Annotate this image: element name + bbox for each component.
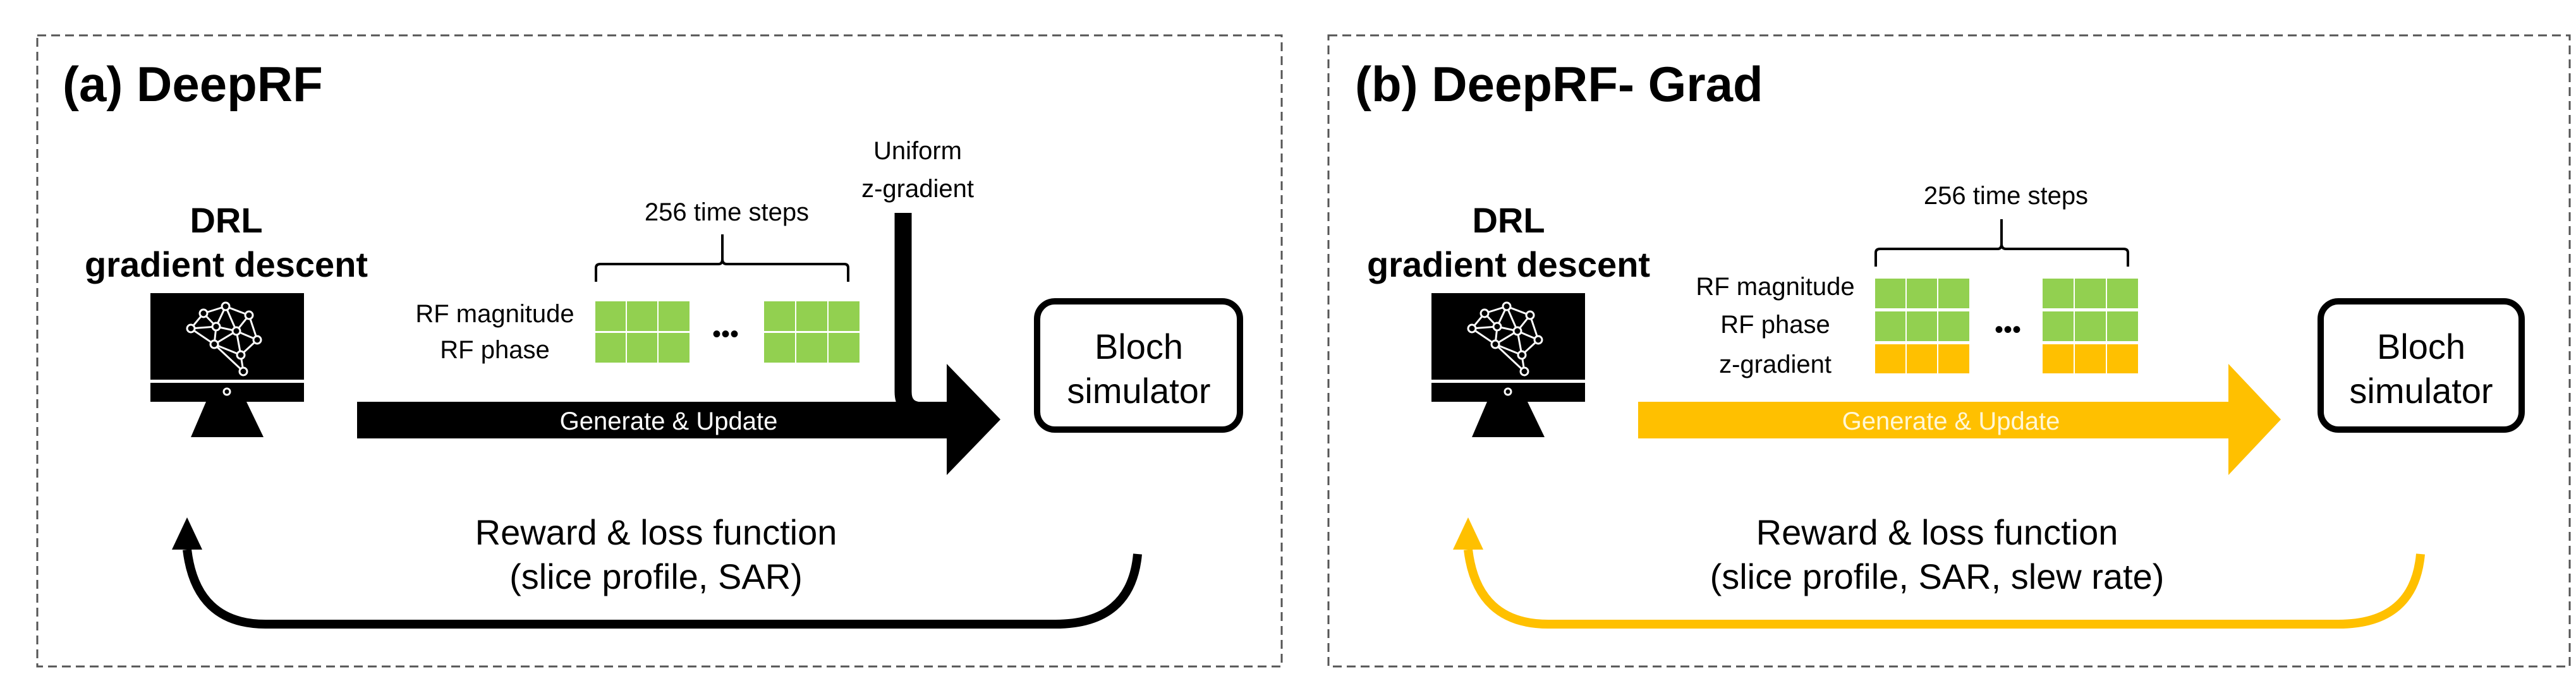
ellipsis: ••• — [1995, 316, 2021, 344]
monitor-neural-network-icon — [150, 293, 304, 437]
feedback-label-line1: Reward & loss function — [1756, 512, 2118, 552]
row-label-rf-phase: RF phase — [440, 336, 549, 364]
panel-b-title: (b) DeepRF- Grad — [1355, 56, 1763, 112]
bloch-simulator-box — [1034, 298, 1243, 433]
monitor-neural-network-icon — [1431, 293, 1585, 437]
panel-b-border — [1327, 34, 2571, 668]
time-steps-label: 256 time steps — [1924, 182, 2088, 210]
panel-a-border — [36, 34, 1283, 668]
time-steps-label: 256 time steps — [645, 198, 809, 226]
feedback-arrow — [183, 549, 1142, 629]
bloch-simulator-label-line1: Bloch — [1095, 327, 1183, 366]
generate-update-label: Generate & Update — [560, 407, 778, 435]
agent-label-line2: gradient descent — [85, 244, 368, 284]
feedback-arrowhead — [1453, 517, 1483, 550]
agent-label-line1: DRL — [190, 200, 262, 240]
bloch-simulator-box — [2318, 298, 2525, 433]
rf-cells — [595, 301, 860, 363]
z-gradient-input-line — [894, 213, 948, 419]
panel-b: (b) DeepRF- Grad DRL gradient descent 2 — [1327, 34, 2571, 668]
row-label-rf-magnitude: RF magnitude — [415, 300, 574, 328]
generate-update-arrow — [357, 364, 1000, 475]
ellipsis: ••• — [712, 320, 739, 348]
rf-cells — [1875, 279, 2138, 341]
bloch-simulator-label-line2: simulator — [2349, 371, 2493, 411]
row-label-rf-magnitude: RF magnitude — [1696, 273, 1854, 301]
uniform-z-gradient-label-line2: z-gradient — [861, 175, 974, 203]
time-steps-brace — [1874, 219, 2129, 267]
feedback-label-line2: (slice profile, SAR) — [509, 557, 803, 596]
feedback-arrowhead — [172, 517, 202, 550]
row-label-rf-phase: RF phase — [1720, 311, 1830, 339]
time-steps-brace — [595, 234, 849, 282]
feedback-label-line2: (slice profile, SAR, slew rate) — [1710, 557, 2165, 596]
bloch-simulator-label-line2: simulator — [1067, 371, 1210, 411]
feedback-arrow — [1464, 549, 2425, 629]
uniform-z-gradient-label-line1: Uniform — [873, 137, 962, 165]
panel-a: (a) DeepRF DRL gradient descent 256 tim — [36, 34, 1283, 668]
generate-update-arrow — [1638, 364, 2281, 475]
z-gradient-cells — [1875, 344, 2138, 373]
agent-label-line1: DRL — [1472, 200, 1545, 240]
bloch-simulator-label-line1: Bloch — [2377, 327, 2465, 366]
row-label-z-gradient: z-gradient — [1719, 351, 1832, 378]
generate-update-label: Generate & Update — [1842, 407, 2060, 435]
feedback-label-line1: Reward & loss function — [475, 512, 837, 552]
panel-a-title: (a) DeepRF — [63, 56, 323, 112]
agent-label-line2: gradient descent — [1367, 244, 1650, 284]
